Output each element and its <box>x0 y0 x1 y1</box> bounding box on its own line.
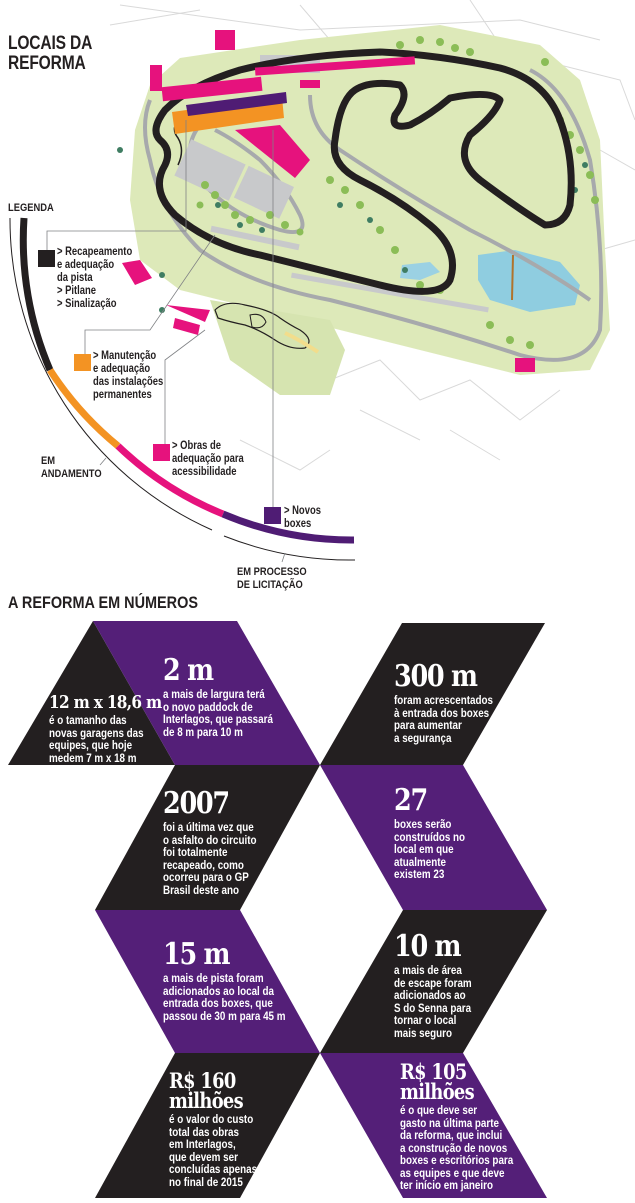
status-in-progress: EM ANDAMENTO <box>41 455 102 480</box>
numbers-section-title: A REFORMA EM NÚMEROS <box>8 593 198 612</box>
stat-final-phase-cost: R$ 105 milhões é o que deve ser gasto na… <box>400 1059 538 1192</box>
stat-value: 10 m <box>394 929 462 964</box>
shape-purple-4 <box>320 765 547 910</box>
stat-description: boxes serão construídos no local em que … <box>394 817 466 881</box>
stat-extra-track: 15 m a mais de pista foram adicionados a… <box>163 940 312 1022</box>
stat-value: 2 m <box>163 653 214 688</box>
shape-purple-1 <box>93 621 320 765</box>
stat-description: a mais de largura terá o novo paddock de… <box>163 687 273 739</box>
legend-swatch-purple <box>264 507 281 524</box>
shape-black-triangle <box>8 621 175 765</box>
stat-description: foram acrescentados à entrada dos boxes … <box>394 693 494 745</box>
map-title-line2: REFORMA <box>8 53 86 74</box>
legend-label: > Recapeamento e adequação da pista > Pi… <box>57 246 133 310</box>
shape-purple-8 <box>320 1053 547 1198</box>
stat-value: R$ 160 milhões <box>169 1068 244 1113</box>
shape-black-7 <box>95 1053 320 1198</box>
stat-value: 15 m <box>163 937 231 972</box>
stat-last-resurfacing: 2007 foi a última vez que o asfalto do c… <box>163 789 277 896</box>
stat-description: é o que deve ser gasto na última parte d… <box>400 1103 514 1192</box>
legend-heading: LEGENDA <box>8 202 54 214</box>
legend-label: > Manutenção e adequação das instalações… <box>93 350 164 401</box>
stat-description: foi a última vez que o asfalto do circui… <box>163 820 257 897</box>
map-title: LOCAIS DA REFORMA <box>8 34 92 74</box>
stat-description: é o valor do custo total das obras em In… <box>169 1112 258 1189</box>
status-bidding: EM PROCESSO DE LICITAÇÃO <box>237 566 307 591</box>
stat-value: 2007 <box>163 786 230 821</box>
legend-label: > Novos boxes <box>284 505 321 530</box>
stat-description: a mais de pista foram adicionados ao loc… <box>163 971 286 1023</box>
stat-new-boxes: 27 boxes serão construídos no local em q… <box>394 786 481 881</box>
stat-paddock-width: 2 m a mais de largura terá o novo paddoc… <box>163 656 297 738</box>
stat-garage-size: 12 m x 18,6 m é o tamanho das novas gara… <box>49 694 181 764</box>
map-section: LOCAIS DA REFORMA LEGENDA > Recapeamento… <box>0 0 635 591</box>
map-title-line1: LOCAIS DA <box>8 33 93 54</box>
shape-black-3 <box>95 765 320 910</box>
stat-value: 300 m <box>394 659 478 694</box>
stat-pit-entry-added: 300 m foram acrescentados à entrada dos … <box>394 662 515 744</box>
stat-escape-area: 10 m a mais de área de escape foram adic… <box>394 932 489 1039</box>
interlagos-circuit-map <box>46 0 635 507</box>
stat-description: é o tamanho das novas garagens das equip… <box>49 713 144 765</box>
shape-black-6 <box>320 910 547 1053</box>
legend-arc <box>9 217 356 563</box>
legend-label: > Obras de adequação para acessibilidade <box>172 440 244 478</box>
shape-black-2 <box>320 623 545 765</box>
legend-swatch-black <box>38 250 55 267</box>
stat-value: R$ 105 milhões <box>400 1059 475 1104</box>
stat-total-cost: R$ 160 milhões é o valor do custo total … <box>169 1068 276 1189</box>
legend-swatch-orange <box>74 354 91 371</box>
stat-value: 27 <box>394 783 428 818</box>
shape-purple-5 <box>95 910 320 1053</box>
stat-value: 12 m x 18,6 m <box>49 692 162 713</box>
stat-description: a mais de área de escape foram adicionad… <box>394 963 472 1040</box>
legend-swatch-magenta <box>153 444 170 461</box>
